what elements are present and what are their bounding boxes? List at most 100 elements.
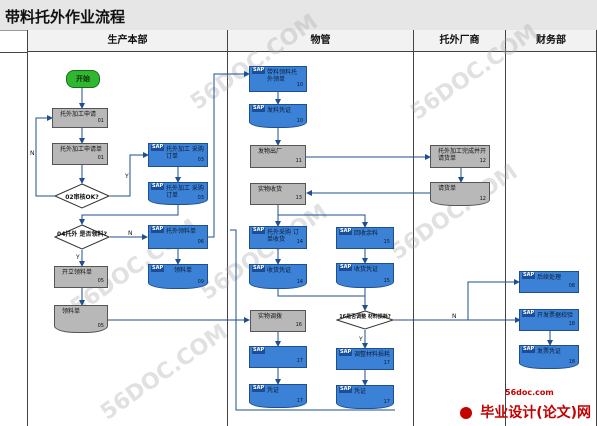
step-number: 17 bbox=[296, 358, 303, 365]
footer-site-url: 56doc.com bbox=[505, 388, 554, 397]
sap-tag: SAP bbox=[252, 347, 266, 354]
edge-label-no: N bbox=[452, 313, 457, 320]
sap-document-box: SAP 凭证 17 bbox=[336, 385, 394, 409]
lane-production bbox=[27, 52, 227, 426]
step-number: 10 bbox=[296, 118, 303, 125]
process-box: 托外加工申请单 01 bbox=[52, 143, 108, 165]
process-box: 发物出厂 11 bbox=[250, 145, 306, 168]
document-label: 发料凭证 bbox=[267, 107, 292, 114]
lane-header-materials: 物管 bbox=[227, 30, 413, 52]
sap-document-box: SAP 发料凭证 10 bbox=[249, 104, 307, 128]
sap-tag: SAP bbox=[252, 227, 266, 234]
step-number: 05 bbox=[97, 323, 104, 330]
sap-tag: SAP bbox=[151, 144, 165, 151]
edge-label-yes: Y bbox=[359, 336, 363, 343]
step-number: 12 bbox=[479, 158, 486, 165]
sap-tag: SAP bbox=[252, 265, 266, 272]
sap-document-box: SAP 收货凭证 15 bbox=[336, 263, 394, 288]
step-number: 15 bbox=[383, 278, 390, 285]
step-number: 10 bbox=[296, 82, 303, 89]
process-label: 后续处理 bbox=[537, 274, 562, 281]
document-box: 请货单 12 bbox=[430, 182, 490, 206]
document-label: 收货凭证 bbox=[267, 267, 292, 274]
sap-tag: SAP bbox=[252, 67, 266, 74]
step-number: 18 bbox=[568, 359, 575, 366]
sap-tag: SAP bbox=[151, 265, 165, 272]
decision-diamond: 16是否调整 材料损耗? bbox=[336, 310, 394, 330]
edge-label-yes: Y bbox=[125, 173, 129, 180]
step-number: 01 bbox=[97, 118, 104, 125]
step-number: 16 bbox=[295, 322, 302, 329]
sap-process-box: SAP 带料领料托 外领单 10 bbox=[249, 66, 307, 92]
sap-tag: SAP bbox=[339, 349, 353, 356]
process-label: 托外加工申请单 bbox=[60, 146, 103, 153]
decision-diamond: 04托外 是否领料? bbox=[54, 224, 110, 250]
document-label: 收货凭证 bbox=[354, 266, 379, 273]
decision-diamond: 02审核OK? bbox=[54, 183, 110, 209]
decision-label: 02审核OK? bbox=[65, 194, 99, 201]
document-box: 领料单 05 bbox=[54, 305, 108, 333]
process-label: 发物出厂 bbox=[258, 148, 283, 155]
sap-tag: SAP bbox=[522, 310, 536, 317]
lane-left-margin bbox=[0, 52, 27, 426]
process-label: 调整材料损耗 bbox=[354, 351, 391, 358]
start-terminator: 开始 bbox=[66, 70, 100, 88]
edge-label-yes: Y bbox=[76, 254, 80, 261]
process-label: 托外采购 订单收货 bbox=[267, 229, 299, 243]
step-number: 06 bbox=[197, 239, 204, 246]
process-label: 带料领料托 外领单 bbox=[267, 69, 298, 83]
edge-label-no: N bbox=[30, 150, 35, 157]
process-label: 实物收货 bbox=[258, 186, 283, 193]
document-label: 发票凭证 bbox=[537, 348, 562, 355]
document-label: 凭证 bbox=[267, 387, 280, 394]
process-label: 托外加工完成并开 请货单 bbox=[438, 148, 487, 162]
process-label: 托外领料单 bbox=[166, 228, 197, 235]
sap-document-box: SAP 收货凭证 14 bbox=[249, 264, 307, 289]
step-number: 08 bbox=[568, 283, 575, 290]
process-box: 开立领料单 05 bbox=[54, 266, 108, 288]
lane-materials bbox=[227, 52, 413, 426]
step-number: 15 bbox=[383, 239, 390, 246]
sap-process-box: SAP 后续处理 08 bbox=[519, 271, 579, 293]
step-number: 13 bbox=[295, 195, 302, 202]
sap-process-box: SAP 回收余料 15 bbox=[336, 227, 394, 249]
decision-label: 16是否调整 材料损耗? bbox=[339, 314, 391, 320]
footer-logo-text: 毕业设计(论文)网 bbox=[480, 405, 591, 421]
sap-process-box: SAP 托外采购 订单收货 14 bbox=[249, 226, 307, 249]
lane-header-production: 生产本部 bbox=[27, 30, 227, 52]
step-number: 03 bbox=[197, 157, 204, 164]
sap-process-box: SAP 开发票据校验 18 bbox=[519, 309, 579, 331]
sap-tag: SAP bbox=[339, 228, 353, 235]
step-number: 01 bbox=[97, 155, 104, 162]
process-label: 回收余料 bbox=[354, 230, 379, 237]
document-label: 托外加工 采购订单 bbox=[166, 185, 204, 199]
process-box: 托外加工完成并开 请货单 12 bbox=[430, 145, 490, 168]
sap-tag: SAP bbox=[522, 346, 536, 353]
process-label: 托外加工 采购订单 bbox=[166, 146, 204, 160]
sap-document-box: SAP 领料单 09 bbox=[148, 264, 208, 289]
step-number: 12 bbox=[479, 196, 486, 203]
process-box: 实物调拨 16 bbox=[250, 310, 306, 332]
sap-document-box: SAP 发票凭证 18 bbox=[519, 345, 579, 369]
sap-process-box: SAP 托外加工 采购订单 03 bbox=[148, 143, 208, 167]
lane-header-vendor: 托外厂商 bbox=[413, 30, 505, 52]
document-label: 请货单 bbox=[438, 185, 457, 192]
sap-document-box: SAP 凭证 17 bbox=[249, 384, 307, 408]
sap-tag: SAP bbox=[522, 272, 536, 279]
process-label: 开发票据校验 bbox=[537, 312, 574, 319]
process-label: 实物调拨 bbox=[258, 313, 283, 320]
logo-icon bbox=[460, 407, 473, 419]
sap-process-box: SAP 托外领料单 06 bbox=[148, 225, 208, 249]
sap-process-box: SAP 调整材料损耗 17 bbox=[336, 348, 394, 370]
process-box: 托外加工申请 01 bbox=[52, 108, 108, 128]
step-number: 17 bbox=[296, 398, 303, 405]
sap-tag: SAP bbox=[151, 183, 165, 190]
sap-tag: SAP bbox=[339, 264, 353, 271]
process-label: 开立领料单 bbox=[62, 269, 93, 276]
sap-tag: SAP bbox=[151, 226, 165, 233]
document-label: 领料单 bbox=[174, 267, 193, 274]
step-number: 17 bbox=[383, 360, 390, 367]
step-number: 11 bbox=[295, 158, 302, 165]
step-number: 18 bbox=[568, 321, 575, 328]
step-number: 09 bbox=[197, 279, 204, 286]
